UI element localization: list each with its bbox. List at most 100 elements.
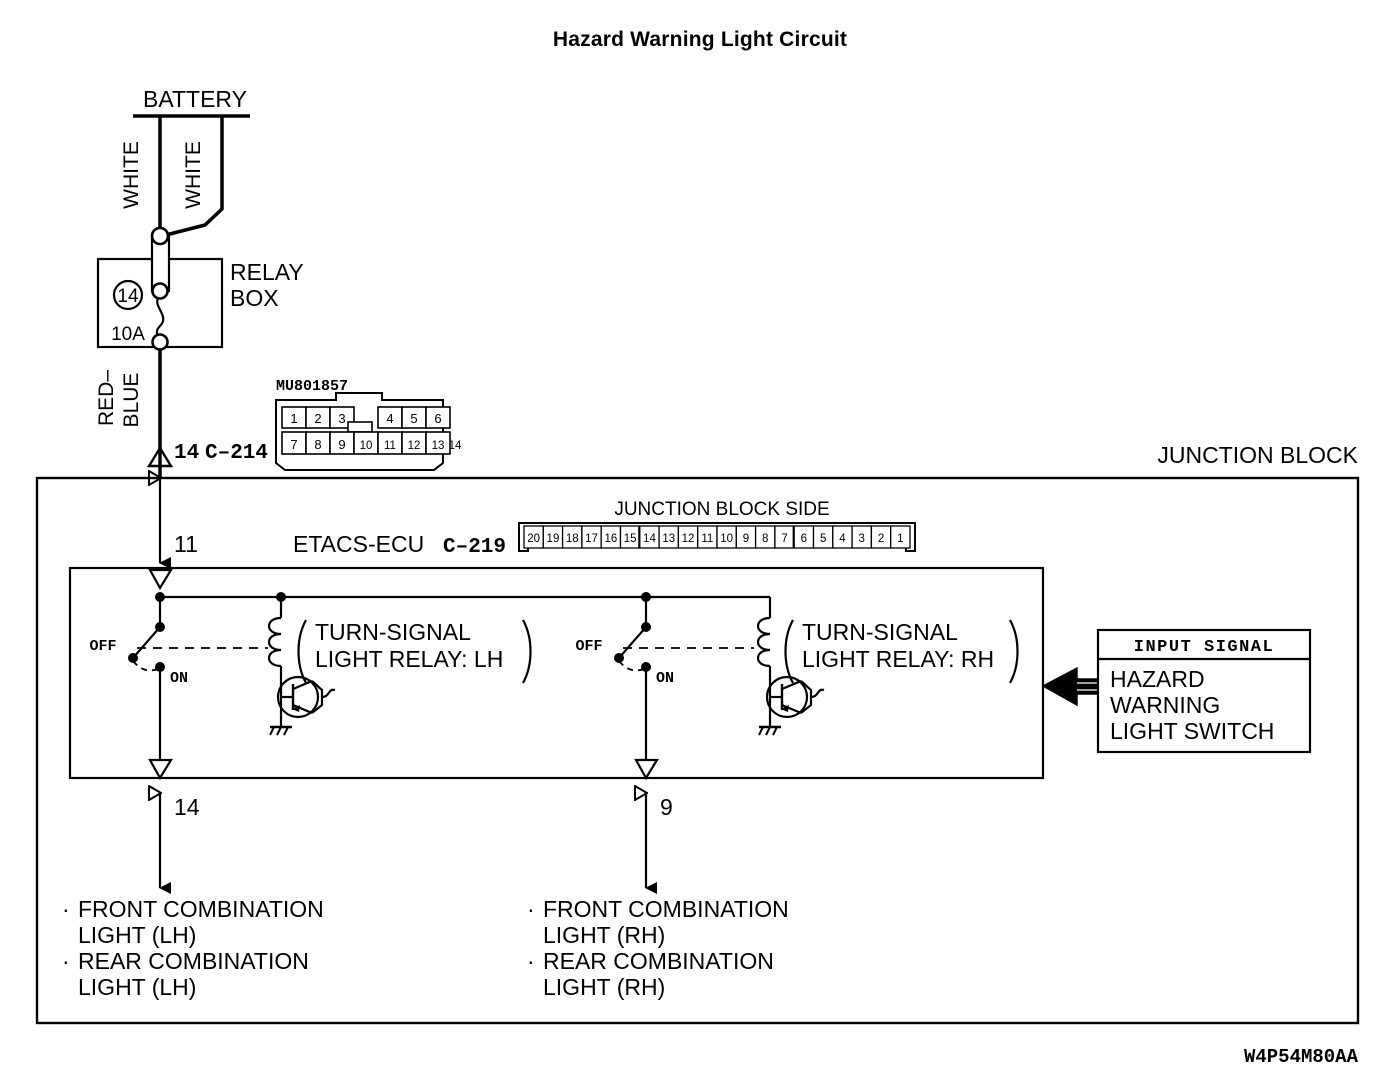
load-labels-rh: · FRONT COMBINATION LIGHT (RH) · REAR CO…: [527, 896, 789, 1000]
rh-relay-name-line2: LIGHT RELAY: RH: [802, 646, 994, 672]
connector-c214-name: C–214: [205, 442, 268, 465]
c214-pin-3: 3: [338, 411, 345, 426]
c214-pin-2: 2: [314, 411, 321, 426]
lh-transistor-emitter-arrow: [292, 705, 300, 712]
c214-pin-8: 8: [314, 437, 321, 452]
wire-color-white-right: WHITE: [182, 141, 205, 209]
c214-pin-12: 12: [408, 440, 421, 452]
relay-circuit-rh: OFF ON TURN-SIGNAL: [575, 592, 1019, 781]
c219-pin-3: 3: [859, 533, 865, 545]
rh-switch-off-label: OFF: [575, 638, 602, 655]
lh-paren-left: [297, 619, 307, 684]
rh-paren-right: [1009, 619, 1019, 684]
rh-load-2-line1: REAR COMBINATION: [543, 948, 774, 974]
lh-load-2-bullet: ·: [62, 948, 70, 974]
fuse-rating: 10A: [111, 324, 145, 345]
c219-pin-cell: [890, 525, 911, 549]
battery-label: BATTERY: [143, 86, 247, 112]
c219-pin-19: 19: [547, 533, 560, 545]
lh-switch-off-label: OFF: [89, 638, 116, 655]
rh-paren-left: [784, 619, 794, 684]
junction-block-outline: [35, 476, 1360, 1025]
lh-output-pin-number: 14: [174, 794, 200, 820]
c219-pin-9: 9: [743, 533, 749, 545]
load-labels-lh: · FRONT COMBINATION LIGHT (LH) · REAR CO…: [62, 896, 324, 1000]
rh-switch-off-contact: [614, 653, 624, 663]
diagram-code: W4P54M80AA: [1244, 1046, 1359, 1068]
c214-pin-9: 9: [338, 437, 345, 452]
connector-crossing-arrow-c214: [146, 445, 174, 468]
input-signal-line1: HAZARD: [1110, 666, 1205, 692]
c214-pin-14: 14: [449, 440, 462, 452]
wire-color-white-left: WHITE: [120, 141, 143, 209]
fuse-terminal-top: [150, 226, 170, 246]
c219-pin-2: 2: [878, 533, 884, 545]
input-signal-box: [1096, 628, 1312, 754]
lh-switch-on-label: ON: [170, 670, 188, 687]
rh-relay-coil: [756, 616, 771, 668]
rh-output-pin-number: 9: [660, 794, 673, 820]
c219-pin-14: 14: [643, 533, 656, 545]
fuse-terminal-bottom: [151, 333, 169, 351]
c214-pin-13: 13: [432, 440, 445, 452]
relay-box-label-line2: BOX: [230, 285, 279, 311]
lh-load-2-line2: LIGHT (LH): [78, 974, 196, 1000]
connector-c214-bottom-row: [281, 431, 451, 455]
rh-transistor-emitter-arrow: [781, 705, 789, 712]
etacs-ecu-label: ETACS-ECU: [293, 531, 424, 557]
c214-pin-5: 5: [410, 411, 417, 426]
connector-c214-top-row: [281, 406, 451, 433]
c219-pin-20: 20: [527, 533, 540, 545]
ecu-entry-triangle-pin11: [148, 568, 173, 591]
c219-pin-8: 8: [762, 533, 768, 545]
c219-pin-11: 11: [701, 533, 713, 545]
rh-load-2-bullet: ·: [527, 948, 535, 974]
lh-transistor-emitter: [292, 703, 313, 715]
c214-pin-7: 7: [290, 437, 297, 452]
c219-pin-7: 7: [781, 533, 787, 545]
c214-pin-6: 6: [434, 411, 441, 426]
junction-block-label: JUNCTION BLOCK: [1157, 442, 1358, 468]
rh-load-2-line2: LIGHT (RH): [543, 974, 665, 1000]
fuse-terminal-middle: [151, 282, 169, 300]
c219-pin-15: 15: [624, 533, 637, 545]
input-signal-arrow: [1041, 666, 1099, 707]
junction-block-side-label: JUNCTION BLOCK SIDE: [614, 499, 829, 520]
battery-wire-right: [161, 116, 224, 238]
c219-pin-16: 16: [604, 533, 617, 545]
input-signal-header: INPUT SIGNAL: [1134, 638, 1274, 657]
c214-pin-1: 1: [290, 411, 297, 426]
c214-pin-4: 4: [386, 411, 393, 426]
lh-relay-name-line1: TURN-SIGNAL: [315, 619, 471, 645]
lh-transistor-squiggle: [321, 688, 336, 699]
c219-pin-10: 10: [720, 533, 733, 545]
c214-pin-10: 10: [360, 440, 373, 452]
lh-load-2-line1: REAR COMBINATION: [78, 948, 309, 974]
lh-relay-coil: [267, 616, 282, 668]
c214-pin-11: 11: [384, 440, 396, 452]
ecu-input-pin-number: 11: [174, 531, 198, 557]
rh-switch-on-path: [618, 660, 647, 672]
fuse-number-circle: [112, 279, 144, 311]
c219-pin-12: 12: [682, 533, 695, 545]
rh-exit-triangle: [634, 758, 659, 781]
lh-switch-off-contact: [128, 653, 138, 663]
lh-load-1-line1: FRONT COMBINATION: [78, 896, 324, 922]
lh-switch-on-path: [132, 660, 161, 672]
lh-exit-triangle: [148, 758, 173, 781]
lh-paren-right: [522, 619, 532, 684]
etacs-ecu-connector: C–219: [443, 536, 506, 559]
rh-switch-on-label: ON: [656, 670, 674, 687]
rh-load-1-line2: LIGHT (RH): [543, 922, 665, 948]
rh-transistor-emitter: [781, 703, 802, 715]
relay-circuit-lh: OFF ON: [89, 592, 532, 781]
connector-c214-part-number: MU801857: [276, 378, 348, 395]
relay-box-label-line1: RELAY: [230, 259, 304, 285]
rh-load-1-line1: FRONT COMBINATION: [543, 896, 789, 922]
c219-pin-6: 6: [801, 533, 807, 545]
wire-color-red-blue-line2: BLUE: [120, 373, 143, 428]
c219-pin-1: 1: [897, 533, 903, 545]
fuse-number: 14: [117, 286, 139, 307]
